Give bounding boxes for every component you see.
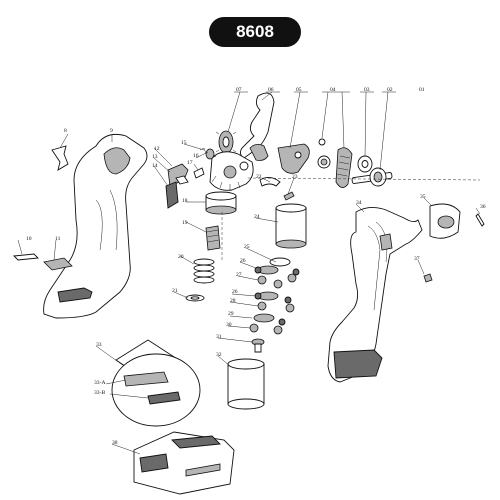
part-26-gear-plate-b <box>254 291 292 304</box>
part-30-planet-gears <box>249 323 283 335</box>
part-25-plate <box>269 257 291 267</box>
part-12-13-14-linkage <box>165 163 189 209</box>
part-26-gear-plate-a <box>254 265 300 276</box>
label-27: 27 <box>236 272 242 278</box>
label-16: 16 <box>193 153 199 159</box>
label-28: 28 <box>230 298 236 304</box>
label-14: 14 <box>152 163 158 169</box>
label-36: 36 <box>480 204 486 210</box>
label-12: 12 <box>154 146 160 152</box>
part-11-switch <box>43 257 73 271</box>
label-01: 01 <box>419 87 425 93</box>
label-35: 35 <box>420 194 426 200</box>
part-21-retaining-ring <box>185 294 205 302</box>
part-15-spring <box>199 147 217 160</box>
part-06-jaw-arm <box>239 92 275 161</box>
label-9: 9 <box>110 128 113 134</box>
part-23-screw <box>283 191 295 201</box>
part-07-gear <box>215 130 237 154</box>
part-34-right-housing <box>327 207 423 383</box>
part-33-board <box>111 339 201 427</box>
label-13: 13 <box>152 154 158 160</box>
label-21: 21 <box>172 288 178 294</box>
label-07: 07 <box>236 87 242 93</box>
label-22: 22 <box>256 174 262 180</box>
part-17-screw <box>193 167 205 179</box>
label-33: 33 <box>96 342 102 348</box>
part-10-cap <box>13 253 39 261</box>
part-03-roller <box>335 147 353 188</box>
label-19: 19 <box>182 220 188 226</box>
part-36-pin <box>475 213 485 227</box>
label-24: 24 <box>254 214 260 220</box>
part-8-clip <box>51 145 69 171</box>
part-19-worm-gear <box>205 225 221 251</box>
label-04: 04 <box>330 87 336 93</box>
part-04-pin <box>317 138 331 169</box>
leader-lines <box>17 91 481 455</box>
label-29: 29 <box>228 311 234 317</box>
label-26-a: 26 <box>240 258 246 264</box>
label-11: 11 <box>55 236 61 242</box>
label-25: 25 <box>244 244 250 250</box>
part-01-shaft <box>351 167 393 187</box>
label-8: 8 <box>64 128 67 134</box>
part-18-coupling <box>205 191 237 215</box>
label-05: 05 <box>296 87 302 93</box>
part-37-screw <box>423 273 433 283</box>
label-10: 10 <box>26 236 32 242</box>
label-31: 31 <box>216 334 222 340</box>
label-38: 38 <box>112 440 118 446</box>
label-15: 15 <box>181 140 187 146</box>
label-33-b: 33-B <box>94 390 105 396</box>
label-02: 02 <box>387 87 393 93</box>
label-18: 18 <box>182 198 188 204</box>
label-26-b: 26 <box>232 289 238 295</box>
part-28-planet-gears <box>257 301 295 313</box>
label-34: 34 <box>356 200 362 206</box>
label-33-a: 33-A <box>94 380 106 386</box>
head-gear-housing <box>209 151 254 191</box>
label-03: 03 <box>364 87 370 93</box>
model-number-title: 8608 <box>209 17 301 47</box>
part-02-washer <box>357 155 373 173</box>
label-37: 37 <box>414 256 420 262</box>
part-05-jaw <box>277 143 310 174</box>
part-38-battery <box>133 431 235 495</box>
label-23: 23 <box>292 174 298 180</box>
label-30: 30 <box>226 322 232 328</box>
part-31-pinion <box>251 338 265 353</box>
label-17: 17 <box>187 160 193 166</box>
part-29-gear-plate <box>253 313 286 326</box>
part-24-cylinder <box>275 203 307 249</box>
part-20-bearing-stack <box>193 258 215 284</box>
part-35-cover <box>429 203 461 239</box>
part-27-planet-gears <box>257 273 297 289</box>
label-20: 20 <box>178 254 184 260</box>
label-32: 32 <box>216 352 222 358</box>
label-06: 06 <box>268 87 274 93</box>
part-9-left-housing <box>43 133 148 319</box>
part-32-motor <box>227 358 265 410</box>
assembly-axis-head <box>247 177 481 181</box>
